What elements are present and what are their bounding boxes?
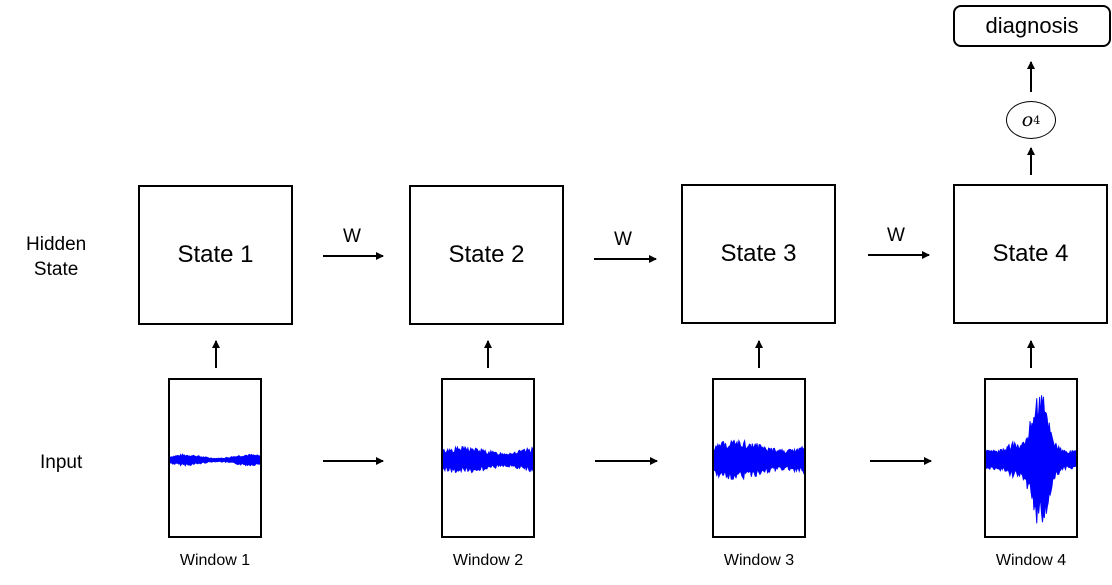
state-box-1: State 1 [138,185,293,325]
input-window-2 [441,378,535,538]
output-subscript: 4 [1033,113,1041,127]
input-window-1 [168,378,262,538]
hidden-state-row-label: Hidden State [26,234,87,280]
window-label: Window 2 [452,552,524,569]
state-label: State 2 [448,241,525,268]
transition-label: W [614,229,632,250]
transition-label: W [887,225,905,246]
state-box-4: State 4 [953,184,1108,324]
transition-label: W [343,226,361,247]
window-label: Window 3 [723,552,795,569]
state-box-3: State 3 [681,184,836,324]
window-label: Window 4 [995,552,1067,569]
diagnosis-label: diagnosis [985,13,1079,38]
signal-waveform [986,395,1076,524]
signal-waveform [170,453,260,467]
input-window-3 [712,378,806,538]
signal-waveform [443,445,533,474]
diagnosis-box: diagnosis [953,5,1111,47]
input-window-4 [984,378,1078,538]
window-label: Window 1 [179,552,251,569]
input-row-label: Input [40,452,83,473]
signal-waveform [714,438,804,481]
state-label: State 4 [992,240,1069,267]
state-box-2: State 2 [409,185,564,325]
state-label: State 1 [177,241,254,268]
state-label: State 3 [720,240,797,267]
output-symbol: o [1021,109,1034,131]
